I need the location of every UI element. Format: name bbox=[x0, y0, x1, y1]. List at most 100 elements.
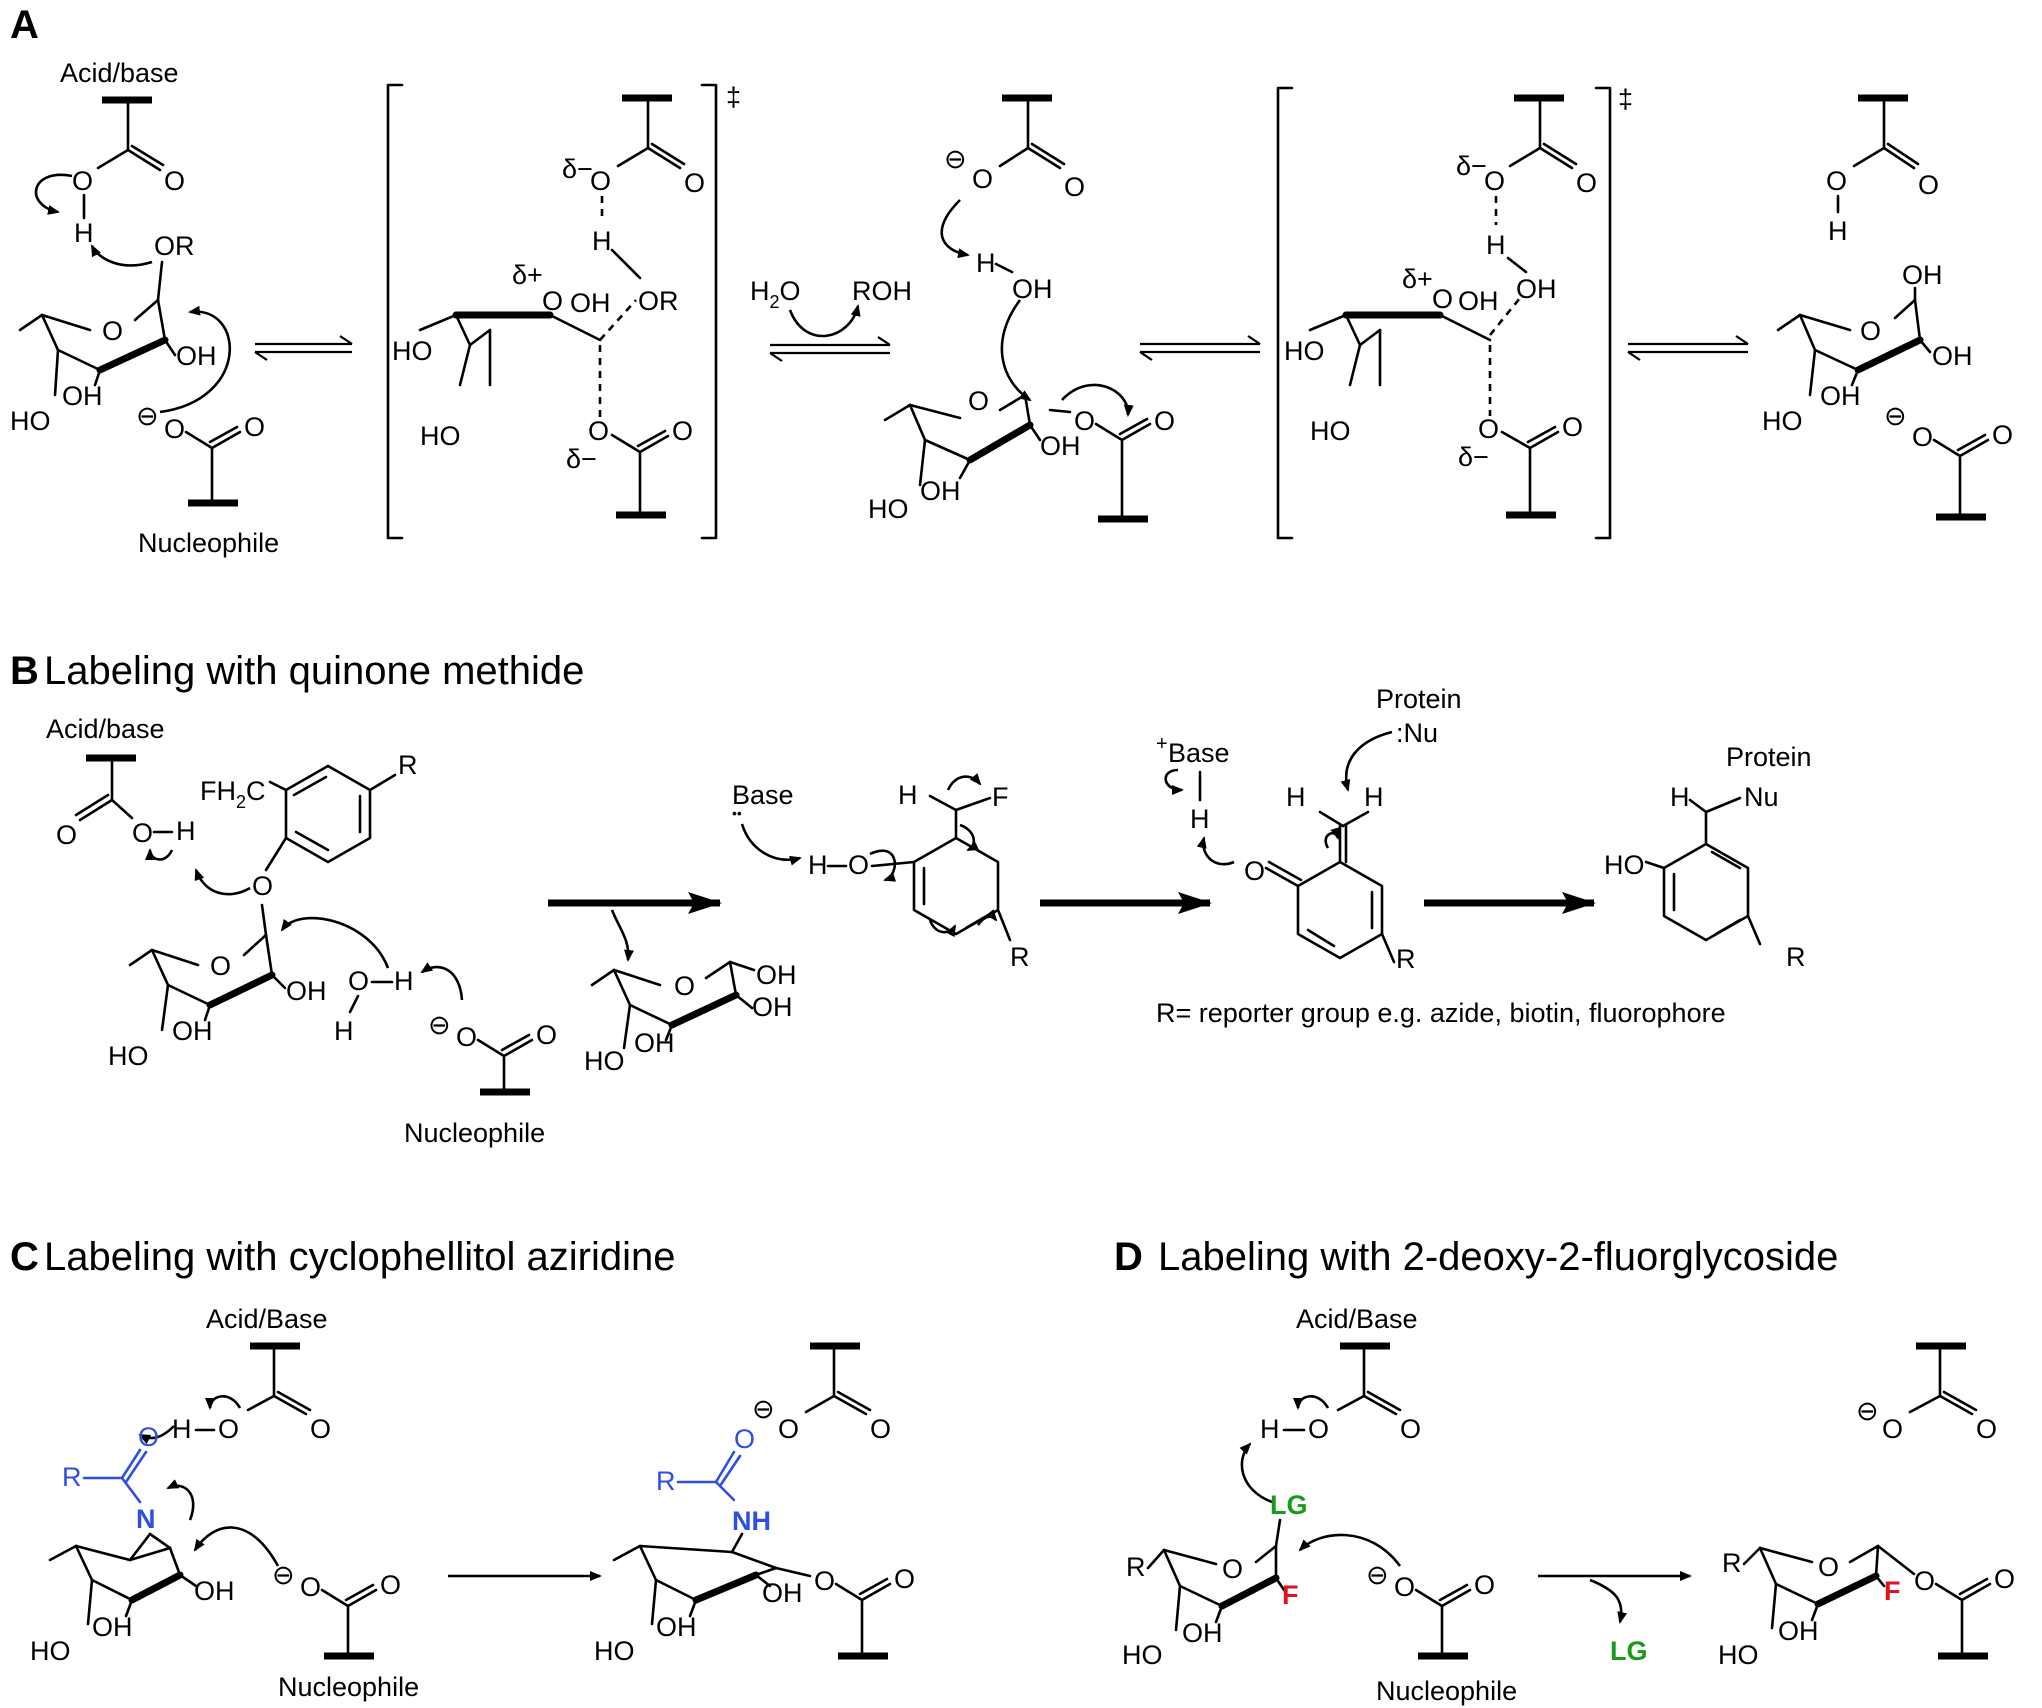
panel-b: B Labeling with quinone methide Acid/bas… bbox=[10, 649, 1812, 1148]
panel-c-product: O O ⊖ R O NH OH OH HO O bbox=[594, 1342, 915, 1666]
atom-h: H bbox=[898, 780, 918, 810]
atom-r: R bbox=[1010, 942, 1030, 972]
atom-o: O bbox=[252, 871, 273, 901]
atom-o: O bbox=[1826, 166, 1847, 196]
atom-o: O bbox=[894, 1564, 915, 1594]
atom-o: O bbox=[972, 164, 993, 194]
atom-r: R bbox=[1126, 1552, 1146, 1582]
atom-h: H bbox=[1286, 782, 1306, 812]
atom-oh: OH bbox=[286, 976, 327, 1006]
atom-o: O bbox=[1562, 412, 1583, 442]
delta-plus: δ+ bbox=[1402, 264, 1433, 294]
atom-oh: OH bbox=[1820, 381, 1861, 411]
atom-o: O bbox=[848, 850, 869, 880]
h2o-label: H2O bbox=[750, 276, 801, 312]
atom-ho: HO bbox=[30, 1636, 71, 1666]
panel-a-letter: A bbox=[10, 3, 39, 47]
atom-o: O bbox=[310, 1414, 331, 1444]
atom-o: O bbox=[1994, 1564, 2015, 1594]
atom-oh: OH bbox=[656, 1612, 697, 1642]
atom-or: OR bbox=[638, 286, 679, 316]
acyl-r: R bbox=[656, 1466, 676, 1496]
atom-o: O bbox=[1912, 422, 1933, 452]
atom-h: H bbox=[1364, 782, 1384, 812]
panel-b-letter: B bbox=[10, 649, 39, 693]
transition-state-1: ‡ O O δ− H OR δ+ O OH HO HO bbox=[386, 82, 741, 540]
atom-o: O bbox=[300, 1572, 321, 1602]
atom-o: O bbox=[1478, 414, 1499, 444]
quinone-methide: Protein :Nu + Base H O H H R R= reporter bbox=[1156, 684, 1726, 1028]
atom-o: O bbox=[870, 1414, 891, 1444]
ring-o: O bbox=[210, 951, 231, 981]
ring-o: O bbox=[1222, 1554, 1243, 1584]
atom-o: O bbox=[672, 416, 693, 446]
panel-b-title: Labeling with quinone methide bbox=[44, 649, 584, 693]
minus-charge: ⊖ bbox=[1856, 1396, 1879, 1426]
atom-oh: OH bbox=[1040, 431, 1081, 461]
panel-d-product: O O ⊖ R O F OH HO O O bbox=[1718, 1342, 2015, 1670]
reporter-group-note: R= reporter group e.g. azide, biotin, fl… bbox=[1156, 998, 1726, 1028]
panel-b-substrate: Acid/base O O H FH2C R O bbox=[46, 714, 557, 1148]
atom-h: H bbox=[1828, 216, 1848, 246]
equilibrium-arrow bbox=[1139, 335, 1261, 361]
atom-oh: OH bbox=[92, 1612, 133, 1642]
atom-o: O bbox=[536, 1020, 557, 1050]
protein-label: Protein bbox=[1726, 742, 1812, 772]
fh2c-label: FH2C bbox=[200, 776, 266, 812]
atom-o: O bbox=[590, 166, 611, 196]
nucleophile-label: Nucleophile bbox=[278, 1672, 419, 1702]
atom-ho: HO bbox=[392, 336, 433, 366]
atom-o: O bbox=[1976, 1414, 1997, 1444]
atom-r: R bbox=[398, 750, 418, 780]
panel-a-substrate: Acid/base O O H O OR OH O bbox=[10, 58, 279, 558]
atom-oh: OH bbox=[62, 381, 103, 411]
atom-o: O bbox=[380, 1570, 401, 1600]
transition-state-2: ‡ O O δ− H OH δ+ O OH HO HO bbox=[1276, 84, 1633, 540]
ring-o: O bbox=[674, 971, 695, 1001]
atom-oh: OH bbox=[1516, 274, 1557, 304]
nucleophile-attack-arrow bbox=[159, 305, 232, 414]
atom-o: O bbox=[1400, 1414, 1421, 1444]
atom-o: O bbox=[56, 820, 77, 850]
base-label: Base bbox=[732, 780, 794, 810]
panel-a: A Acid/base O O H O OR bbox=[10, 3, 2013, 558]
atom-o: O bbox=[72, 166, 93, 196]
fluoromethyl-phenol: Base •• H O H F R bbox=[732, 773, 1030, 972]
roh-label: ROH bbox=[852, 276, 912, 306]
atom-ho: HO bbox=[1310, 416, 1351, 446]
atom-oh: OH bbox=[756, 960, 797, 990]
delta-minus: δ− bbox=[562, 154, 593, 184]
nu-label: Nu bbox=[1744, 782, 1779, 812]
atom-ho: HO bbox=[1718, 1640, 1759, 1670]
atom-o: O bbox=[456, 1022, 477, 1052]
atom-h: H bbox=[808, 850, 828, 880]
fluorine: F bbox=[1282, 1580, 1299, 1610]
panel-c-substrate: Acid/Base O O H R O N bbox=[30, 1304, 419, 1702]
water-exchange: H2O ROH bbox=[750, 276, 912, 362]
atom-h: H bbox=[394, 966, 414, 996]
panel-d-title: Labeling with 2-deoxy-2-fluorglycoside bbox=[1158, 1235, 1838, 1279]
atom-r: R bbox=[1396, 944, 1416, 974]
panel-a-product: O O H O OH OH OH HO ⊖ O O bbox=[1762, 94, 2013, 521]
atom-o: O bbox=[348, 966, 369, 996]
atom-oh: OH bbox=[634, 1028, 675, 1058]
ring-o: O bbox=[1432, 284, 1453, 314]
atom-f: F bbox=[992, 782, 1009, 812]
atom-oh: OH bbox=[1458, 286, 1499, 316]
delta-minus: δ− bbox=[1456, 151, 1487, 181]
atom-oh: OH bbox=[1182, 1618, 1223, 1648]
atom-h: H bbox=[172, 1414, 192, 1444]
delta-minus: δ− bbox=[1458, 442, 1489, 472]
atom-ho: HO bbox=[420, 421, 461, 451]
nucleophile-lone: :Nu bbox=[1396, 718, 1438, 748]
panel-d-letter: D bbox=[1114, 1235, 1143, 1279]
atom-o: O bbox=[1074, 406, 1095, 436]
minus-charge: ⊖ bbox=[136, 401, 159, 431]
covalent-intermediate: O O ⊖ H OH O OH OH HO O bbox=[868, 94, 1175, 524]
atom-o: O bbox=[1308, 1414, 1329, 1444]
ring-o: O bbox=[968, 386, 989, 416]
atom-r: R bbox=[1786, 942, 1806, 972]
equilibrium-arrow bbox=[254, 335, 353, 361]
nucleophile-label: Nucleophile bbox=[404, 1118, 545, 1148]
atom-o: O bbox=[1064, 172, 1085, 202]
